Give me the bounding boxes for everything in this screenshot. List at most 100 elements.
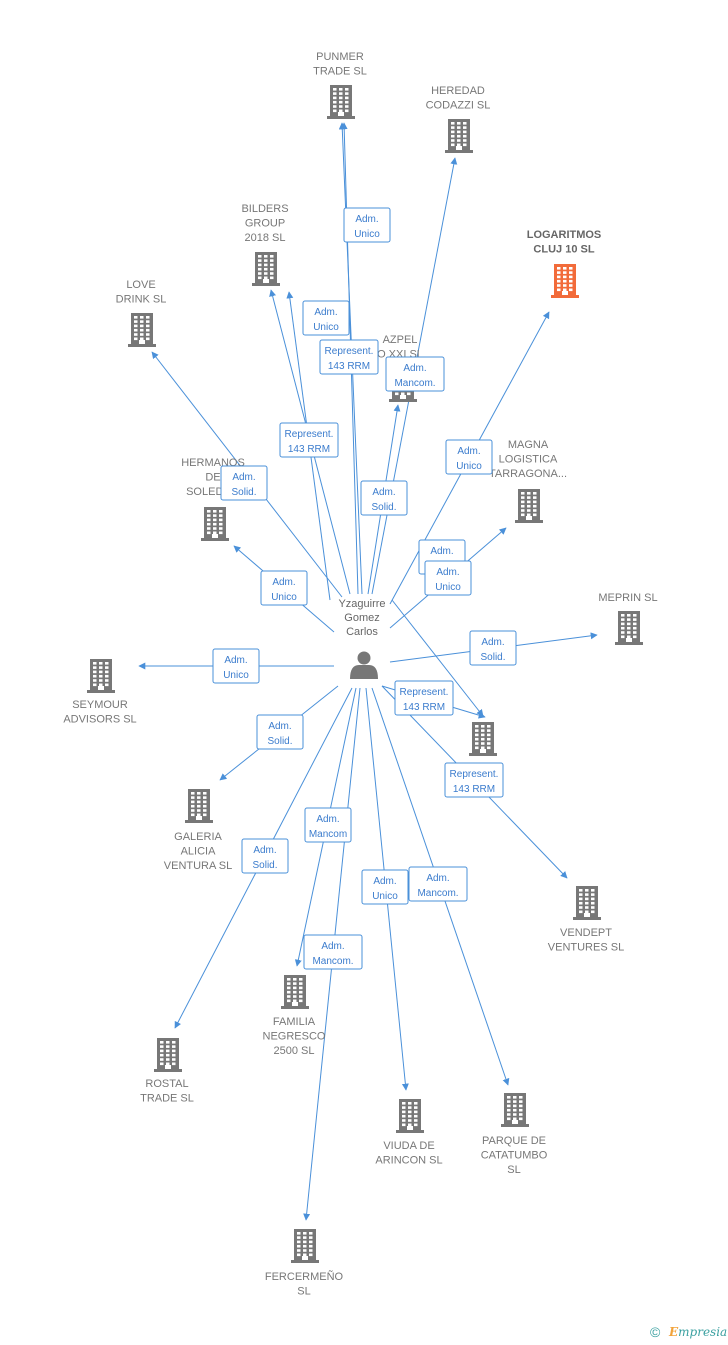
company-label-line: GALERIA: [174, 831, 222, 843]
building-icon[interactable]: [515, 489, 543, 523]
relation-label-hermanos[interactable]: Adm.Unico: [260, 570, 308, 606]
building-icon[interactable]: [128, 313, 156, 347]
company-label-line: VENDEPT: [560, 927, 612, 939]
relation-label-vendept[interactable]: Represent. 143 RRM: [444, 762, 504, 798]
relation-label-meprin[interactable]: Adm.Solid.: [469, 630, 517, 666]
company-label-line: LOVE: [126, 279, 155, 291]
relation-label-text: Adm.: [232, 472, 255, 483]
company-node-unnamed[interactable]: [469, 722, 497, 756]
company-node-hermanos[interactable]: HERMANOSDESOLEDA...: [181, 457, 245, 541]
company-node-logaritmos[interactable]: LOGARITMOS CLUJ 10 SL: [527, 229, 602, 298]
relation-label-text: 143 RRM: [403, 702, 445, 713]
relation-label-fercermeno[interactable]: Adm.Mancom.: [303, 934, 363, 970]
relation-label-punmer[interactable]: Represent.143 RRM: [319, 339, 379, 375]
relation-label-text: Solid.: [480, 652, 505, 663]
empresia-logo[interactable]: Empresia: [669, 1325, 727, 1339]
relation-label-unnamed[interactable]: Represent.143 RRM: [394, 680, 454, 716]
relation-label-text: Unico: [313, 322, 339, 333]
person-name-line: Yzaguirre: [338, 598, 385, 610]
relation-label-text: Mancom.: [394, 378, 435, 389]
building-icon[interactable]: [469, 722, 497, 756]
relation-label-bilders[interactable]: Adm.Unico: [302, 300, 350, 336]
relation-label-text: Mancom.: [312, 956, 353, 967]
building-icon[interactable]: [327, 85, 355, 119]
relation-label-punmer[interactable]: Adm.Unico: [343, 207, 391, 243]
relation-label-seymour[interactable]: Adm. Unico: [212, 648, 260, 684]
relation-label-text: Adm.: [316, 814, 339, 825]
building-icon[interactable]: [445, 119, 473, 153]
relation-label-text: Mancom: [309, 829, 347, 840]
relation-label-text: 143 RRM: [453, 784, 495, 795]
relation-label-familia[interactable]: Adm. Mancom: [304, 807, 352, 843]
building-icon[interactable]: [615, 611, 643, 645]
company-node-magna[interactable]: MAGNALOGISTICATARRAGONA...: [489, 439, 567, 523]
relation-label-text: Solid.: [252, 860, 277, 871]
relation-label-text: Adm.: [253, 845, 276, 856]
building-icon[interactable]: [291, 1229, 319, 1263]
company-label-line: BILDERS: [241, 203, 288, 215]
building-icon[interactable]: [501, 1093, 529, 1127]
relation-label-text: Adm.: [224, 655, 247, 666]
building-icon[interactable]: [281, 975, 309, 1009]
company-label-line: FERCERMEÑO: [265, 1270, 344, 1283]
company-label-line: ROSTAL: [145, 1078, 188, 1090]
relation-label-parque[interactable]: Adm.Mancom.: [408, 866, 468, 902]
brand-rest: mpresia: [678, 1325, 728, 1339]
relation-label-heredad[interactable]: Adm.Mancom.: [385, 356, 445, 392]
relation-label-text: Unico: [372, 891, 398, 902]
relation-label-text: Solid.: [231, 487, 256, 498]
relation-label-azpel[interactable]: Adm.Solid.: [360, 480, 408, 516]
building-icon[interactable]: [573, 886, 601, 920]
company-label-line: ALICIA: [181, 846, 217, 858]
building-icon[interactable]: [154, 1038, 182, 1072]
company-label-line: VENTURA SL: [164, 860, 232, 872]
relation-label-bilders[interactable]: Represent.143 RRM: [279, 422, 339, 458]
company-label-line: LOGISTICA: [499, 454, 558, 466]
relation-label-text: Represent.: [450, 769, 499, 780]
company-label-line: CLUJ 10 SL: [533, 244, 594, 256]
company-node-fercermeno[interactable]: FERCERMEÑO SL: [265, 1229, 344, 1298]
relation-label-galeria[interactable]: Adm.Solid.: [256, 714, 304, 750]
building-icon[interactable]: [201, 507, 229, 541]
company-label-line: SL: [297, 1286, 310, 1298]
relation-label-text: 143 RRM: [288, 444, 330, 455]
company-label-line: SL: [507, 1164, 520, 1176]
company-label-line: VENTURES SL: [548, 942, 624, 954]
relation-label-text: Unico: [435, 582, 461, 593]
company-node-vendept[interactable]: VENDEPT VENTURES SL: [548, 886, 624, 954]
building-icon[interactable]: [252, 252, 280, 286]
building-icon[interactable]: [396, 1099, 424, 1133]
building-icon[interactable]: [87, 659, 115, 693]
company-label-line: TRADE SL: [313, 66, 367, 78]
company-label-line: SEYMOUR: [72, 699, 128, 711]
relation-label-rostal[interactable]: Adm. Solid.: [241, 838, 289, 874]
relation-label-love[interactable]: Adm. Solid.: [220, 465, 268, 501]
building-icon[interactable]: [185, 789, 213, 823]
person-name-line: Carlos: [346, 626, 378, 638]
building-icon[interactable]: [551, 264, 579, 298]
relation-label-text: Adm.: [426, 873, 449, 884]
company-label-line: LOGARITMOS: [527, 229, 602, 241]
company-label-line: DE: [205, 472, 220, 484]
relation-label-text: Unico: [223, 670, 249, 681]
relation-label-text: Unico: [354, 229, 380, 240]
company-node-meprin[interactable]: MEPRIN SL: [598, 592, 658, 645]
company-node-galeria[interactable]: GALERIA ALICIA VENTURA SL: [164, 789, 232, 872]
relation-label-viuda[interactable]: Adm.Unico: [361, 869, 409, 905]
relation-label-logaritmos[interactable]: Adm.Unico: [445, 439, 493, 475]
relation-label-unnamed[interactable]: Adm. Unico: [424, 560, 472, 596]
relation-label-text: Adm.: [436, 567, 459, 578]
